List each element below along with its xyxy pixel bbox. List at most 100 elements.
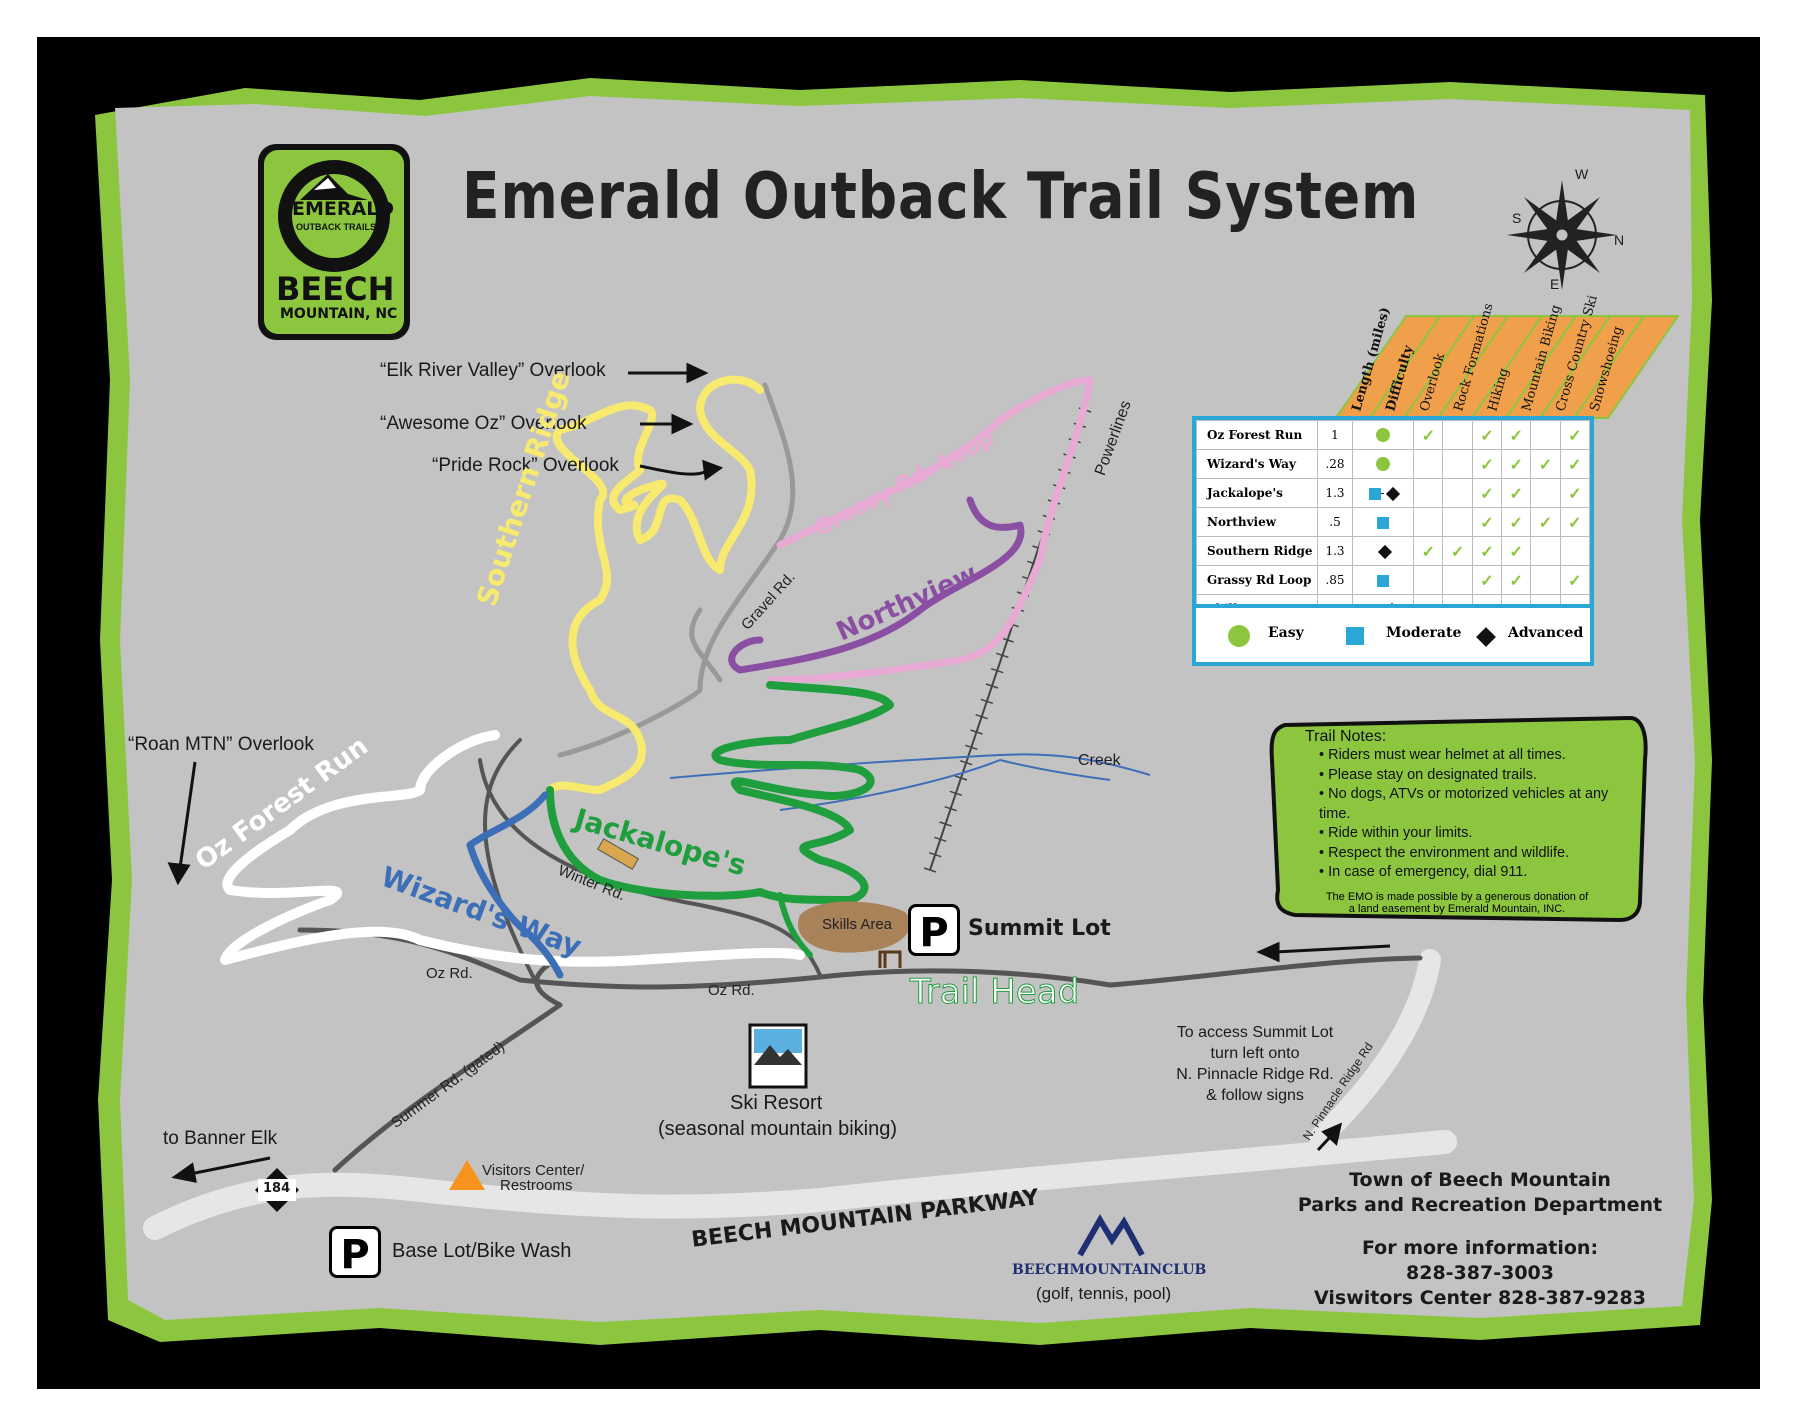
legend-length: 1 [1317, 420, 1353, 450]
oz-road [297, 927, 1423, 990]
powerline-tick [939, 821, 952, 827]
legend-difficulty [1351, 449, 1415, 479]
advanced-icon [1385, 486, 1400, 501]
summer-road [332, 957, 563, 1173]
legend-hiking: ✓ [1471, 449, 1503, 479]
banner-elk-label: to Banner Elk [163, 1128, 278, 1149]
phone-1: 828-387-3003 [1406, 1262, 1554, 1284]
legend-row: Grassy Rd Loop.85✓✓✓ [1196, 565, 1591, 595]
compass-w: W [1575, 166, 1589, 182]
check-icon: ✓ [1450, 541, 1465, 561]
info-label: For more information: [1361, 1237, 1599, 1259]
legend-xc-ski [1530, 478, 1561, 508]
legend-biking: ✓ [1501, 449, 1532, 479]
access-note: To access Summit Lot turn left onto N. P… [1160, 1022, 1350, 1106]
notes-list: Riders must wear helmet at all times.Ple… [1277, 746, 1637, 883]
powerline-tick [934, 836, 947, 843]
powerline-tick [985, 683, 999, 689]
route-184-shield [255, 1168, 299, 1212]
legend-xc-ski [1530, 536, 1561, 566]
powerline-tick [970, 729, 983, 735]
legend-rock [1442, 565, 1473, 595]
department-line1: Town of Beech Mountain [1349, 1169, 1611, 1191]
trail-note-item: Please stay on designated trails. [1319, 766, 1637, 786]
legend-overlook [1413, 478, 1444, 508]
legend-snowshoe: ✓ [1559, 420, 1591, 450]
legend-trail-name: Southern Ridge [1196, 536, 1318, 566]
powerline-tick [923, 867, 937, 873]
skills-area-label: Skills Area [822, 916, 893, 933]
legend-difficulty [1351, 420, 1415, 450]
legend-xc-ski: ✓ [1530, 507, 1561, 537]
check-icon: ✓ [1568, 512, 1582, 532]
trail-note-item: In case of emergency, dial 911. [1319, 863, 1637, 883]
legend-trail-name: Northview [1196, 507, 1318, 537]
trail-note-item: Respect the environment and wildlife. [1319, 844, 1637, 864]
powerline-tick [954, 775, 968, 781]
road-branch [483, 738, 542, 992]
legend-difficulty [1351, 536, 1415, 566]
powerline-tick [965, 744, 978, 751]
department-block: Town of Beech Mountain Parks and Recreat… [1260, 1168, 1700, 1311]
check-icon: ✓ [1480, 512, 1494, 532]
easy-icon [1376, 457, 1391, 472]
emo-logo [258, 144, 410, 340]
check-icon: ✓ [1480, 483, 1494, 503]
wizards-way-trail [466, 791, 564, 979]
compass-s: S [1512, 210, 1522, 226]
moderate-icon [1368, 487, 1381, 500]
check-icon: ✓ [1509, 541, 1523, 561]
legend-snowshoe: ✓ [1559, 507, 1591, 537]
label-creek: Creek [1078, 752, 1121, 769]
compass-e: E [1550, 276, 1560, 292]
powerline-tick [990, 667, 1004, 674]
legend-hiking: ✓ [1471, 478, 1503, 508]
check-icon: ✓ [1568, 570, 1582, 590]
check-icon: ✓ [1509, 454, 1523, 474]
southern-ridge-trail [546, 375, 764, 794]
department-line2: Parks and Recreation Department [1297, 1194, 1663, 1216]
trail-head-icon [878, 950, 902, 968]
legend-rock [1442, 449, 1473, 479]
legend-rock [1442, 478, 1473, 508]
legend-row: Northview.5✓✓✓✓ [1196, 507, 1591, 537]
jackalopes-spur [777, 892, 813, 958]
legend-length: 1.3 [1317, 478, 1353, 508]
visitors-center-icon [449, 1160, 485, 1190]
advanced-icon [1377, 544, 1392, 559]
restrooms-label: Restrooms [500, 1177, 573, 1194]
access-note-line: & follow signs [1206, 1087, 1304, 1104]
legend-overlook: ✓ [1413, 420, 1444, 450]
access-note-line: turn left onto [1210, 1045, 1300, 1062]
legend-hiking: ✓ [1471, 565, 1503, 595]
logo-line1: EMERALD [292, 198, 395, 220]
club-name: BEECHMOUNTAINCLUB [1012, 1262, 1207, 1278]
skills-area-shape [798, 901, 910, 953]
winter-road [478, 758, 822, 977]
overlook-elk-river: “Elk River Valley” Overlook [380, 360, 606, 381]
trail-note-item: Riders must wear helmet at all times. [1319, 746, 1637, 766]
legend-biking: ✓ [1501, 478, 1532, 508]
compass-rose [1507, 180, 1617, 290]
check-icon: ✓ [1538, 454, 1553, 474]
check-icon: ✓ [1480, 570, 1494, 590]
access-note-line: N. Pinnacle Ridge Rd. [1176, 1066, 1334, 1083]
logo-line4: MOUNTAIN, NC [280, 306, 398, 322]
legend-hiking: ✓ [1471, 420, 1503, 450]
club-note: (golf, tennis, pool) [1036, 1284, 1172, 1303]
ski-resort-label: Ski Resort [730, 1092, 823, 1114]
powerline-tick [949, 790, 963, 797]
trail-note-item: Ride within your limits. [1319, 824, 1637, 844]
legend-xc-ski [1530, 565, 1561, 595]
check-icon: ✓ [1509, 483, 1523, 503]
check-icon: ✓ [1421, 425, 1435, 445]
notes-title: Trail Notes: [1305, 728, 1387, 745]
oz-forest-trail [220, 730, 805, 967]
powerline-tick [996, 652, 1009, 659]
check-icon: ✓ [1480, 454, 1494, 474]
legend-difficulty: - [1351, 478, 1415, 508]
overlook-roan-mtn: “Roan MTN” Overlook [128, 734, 314, 755]
logo-line3: BEECH [276, 270, 395, 308]
